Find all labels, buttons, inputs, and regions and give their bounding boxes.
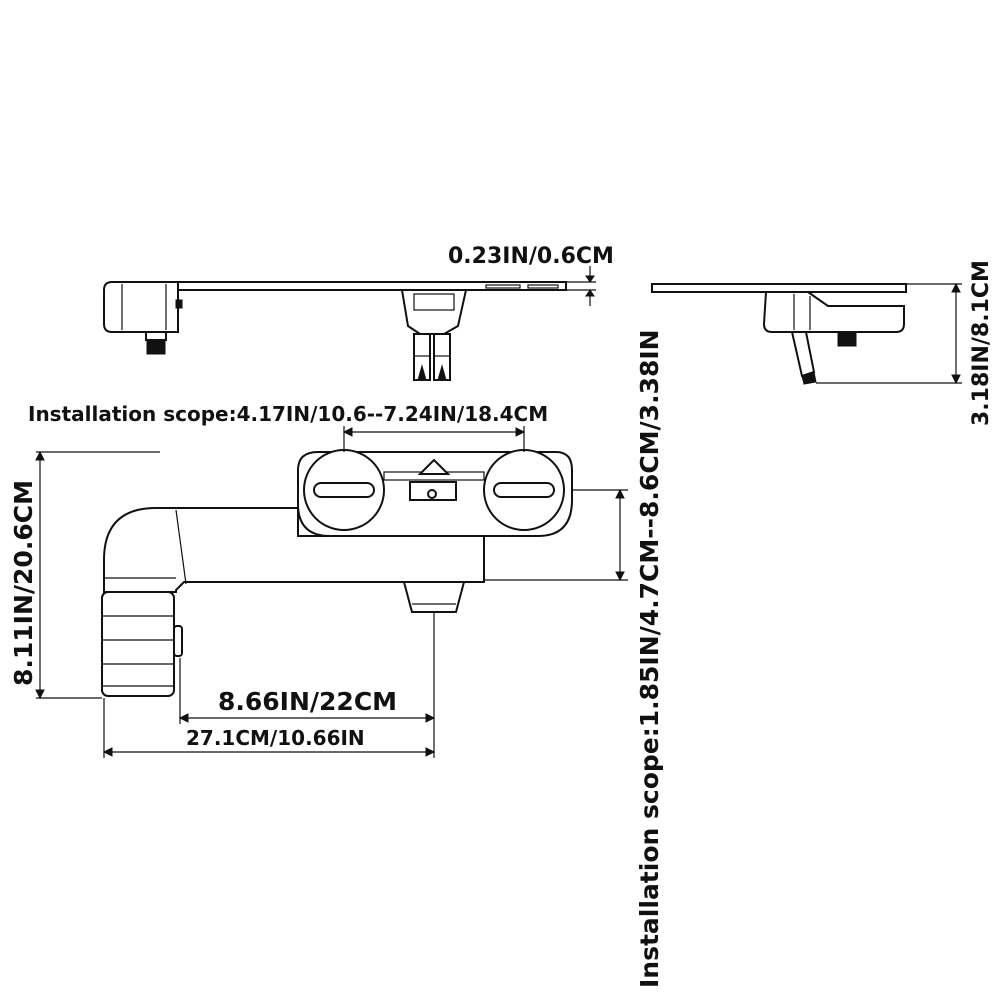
- total-length-arrow: [425, 747, 436, 757]
- side-height-label: 3.18IN/8.1CM: [969, 260, 994, 426]
- side-view-nozzle: [790, 331, 816, 378]
- top-view-slot-left: [313, 482, 375, 498]
- front-view-knob-pin: [175, 299, 183, 309]
- height-arrow: [35, 450, 45, 461]
- top-view-arm: [103, 507, 485, 593]
- top-view-knob: [101, 591, 175, 697]
- side-view-body: [762, 291, 905, 333]
- side-view-nozzle-tip: [801, 371, 817, 385]
- top-view-center-hole: [427, 489, 437, 499]
- side-height-arrow: [951, 374, 961, 385]
- nozzle-distance-arrow: [425, 713, 436, 723]
- front-view-knob-body: [103, 281, 179, 333]
- scope-width-arrow: [342, 427, 353, 437]
- front-view-nozzle-window: [413, 293, 455, 311]
- scope-depth-arrow: [615, 571, 625, 582]
- thickness-label: 0.23IN/0.6CM: [448, 244, 614, 269]
- side-height-arrow: [951, 282, 961, 293]
- front-view: 0.23IN/0.6CM: [103, 244, 614, 381]
- side-view: 3.18IN/8.1CM: [651, 260, 994, 426]
- top-view: Installation scope:4.17IN/10.6--7.24IN/1…: [9, 329, 664, 988]
- front-view-inlet: [145, 331, 167, 341]
- scope-width-arrow: [515, 427, 526, 437]
- thickness-arrow: [585, 289, 595, 297]
- total-length-arrow: [102, 747, 113, 757]
- top-view-nozzle: [402, 581, 466, 613]
- height-label: 8.11IN/20.6CM: [9, 480, 38, 686]
- top-view-clip: [417, 458, 451, 475]
- top-view-slot-right: [493, 482, 555, 498]
- thickness-arrow: [585, 275, 595, 283]
- total-length-label: 27.1CM/10.66IN: [186, 726, 365, 750]
- top-view-knob-stem: [173, 625, 183, 657]
- nozzle-distance-label: 8.66IN/22CM: [218, 687, 397, 716]
- front-view-plate: [177, 281, 567, 291]
- front-view-nozzle-tip: [417, 364, 427, 381]
- scope-depth-arrow: [615, 488, 625, 499]
- front-view-inlet-thread: [146, 339, 166, 355]
- front-view-nozzle-housing: [400, 289, 468, 335]
- nozzle-distance-arrow: [178, 713, 189, 723]
- front-view-slot: [485, 284, 521, 289]
- top-view-arm-line: [175, 509, 187, 585]
- scope-width-label: Installation scope:4.17IN/10.6--7.24IN/1…: [28, 402, 548, 426]
- side-view-inlet: [837, 331, 857, 347]
- scope-depth-label: Installation scope:1.85IN/4.7CM--8.6CM/3…: [635, 329, 664, 988]
- front-view-nozzle-tip: [437, 364, 447, 381]
- front-view-slot: [527, 284, 559, 289]
- side-view-plate: [651, 283, 907, 293]
- height-arrow: [35, 689, 45, 700]
